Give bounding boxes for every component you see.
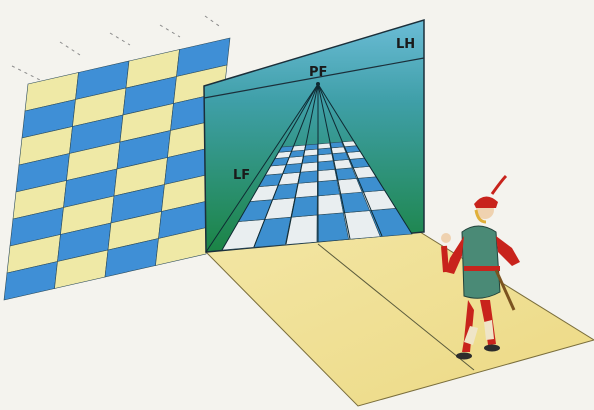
ground-plane bbox=[206, 232, 594, 406]
checkerboard-floor bbox=[4, 38, 230, 300]
horizon-line-label: LH bbox=[396, 38, 415, 51]
ground-line-label: LF bbox=[233, 169, 250, 182]
projected-tile bbox=[330, 142, 344, 148]
vanishing-point-label: PF bbox=[309, 66, 327, 79]
vanishing-point bbox=[316, 82, 320, 86]
projected-tile bbox=[305, 144, 318, 150]
projected-tile bbox=[317, 169, 337, 181]
projected-tile bbox=[317, 161, 334, 171]
projected-tile bbox=[318, 143, 331, 149]
projected-tile bbox=[317, 213, 349, 242]
projected-tile bbox=[317, 180, 339, 196]
projected-tile bbox=[317, 194, 343, 215]
